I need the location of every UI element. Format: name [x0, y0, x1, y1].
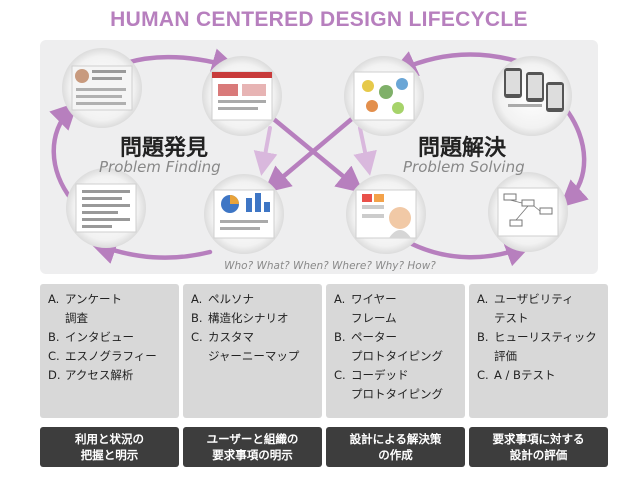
list-item: C.カスタマ ジャーニーマップ: [191, 330, 300, 363]
list-item: A.アンケート 調査: [48, 292, 123, 325]
list-item: B.構造化シナリオ: [191, 311, 289, 325]
arrow-light-left: [253, 126, 278, 176]
list-item: B.ペーター プロトタイピング: [334, 330, 443, 363]
list-item: A.ペルソナ: [191, 292, 254, 306]
subheading-problem-solving: Problem Solving: [403, 158, 525, 176]
thumbnail-3: [344, 56, 424, 136]
methods-card-3: A.ワイヤー フレーム B.ペーター プロトタイピング C.コーデッド プロトタ…: [326, 284, 465, 418]
list-item: B.ヒューリスティック 評価: [477, 330, 597, 363]
arrow-left-loop: [49, 102, 78, 203]
arrow-bottom-left: [89, 238, 213, 264]
arrow-bottom-right: [409, 240, 533, 267]
list-item: D.アクセス解析: [48, 368, 134, 382]
five-w-questions: Who? What? When? Where? Why? How?: [224, 260, 436, 272]
thumbnail-2: [202, 56, 282, 136]
thumbnail-8: [488, 172, 568, 252]
arrow-right-loop: [559, 105, 589, 208]
thumbnail-7: [346, 174, 426, 254]
methods-card-2: A.ペルソナ B.構造化シナリオ C.カスタマ ジャーニーマップ: [183, 284, 322, 418]
list-item: A.ユーザビリティ テスト: [477, 292, 574, 325]
arrow-cross-up: [263, 109, 363, 194]
thumbnail-6: [204, 174, 284, 254]
arrow-top-right: [389, 51, 523, 76]
heading-problem-finding: 問題発見: [120, 136, 209, 161]
list-item: A.ワイヤー フレーム: [334, 292, 397, 325]
page-title: HUMAN CENTERED DESIGN LIFECYCLE: [110, 8, 528, 31]
methods-card-4: A.ユーザビリティ テスト B.ヒューリスティック 評価 C.A / Bテスト: [469, 284, 608, 418]
arrow-light-right: [353, 126, 377, 176]
list-item: C.エスノグラフィー: [48, 349, 157, 363]
list-item: C.コーデッド プロトタイピング: [334, 368, 443, 401]
heading-problem-solving: 問題解決: [418, 136, 507, 161]
phase-label-4: 要求事項に対する 設計の評価: [469, 427, 608, 467]
thumbnail-4: [492, 56, 572, 136]
list-item: C.A / Bテスト: [477, 368, 556, 382]
subheading-problem-finding: Problem Finding: [99, 158, 221, 176]
list-item: B.インタビュー: [48, 330, 134, 344]
phase-label-1: 利用と状況の 把握と明示: [40, 427, 179, 467]
methods-card-1: A.アンケート 調査 B.インタビュー C.エスノグラフィー D.アクセス解析: [40, 284, 179, 418]
thumbnail-5: [66, 168, 146, 248]
thumbnail-1: [62, 48, 142, 128]
phase-label-2: ユーザーと組織の 要求事項の明示: [183, 427, 322, 467]
phase-label-3: 設計による解決策 の作成: [326, 427, 465, 467]
